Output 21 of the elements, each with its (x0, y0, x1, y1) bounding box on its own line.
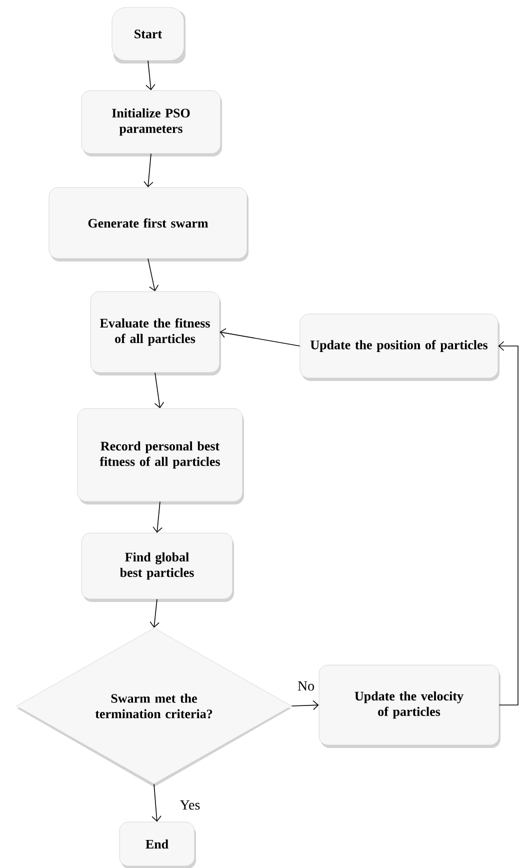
arrow (150, 598, 160, 628)
arrow (498, 341, 518, 706)
edge-label: No (296, 680, 316, 692)
edge-label: Yes (178, 799, 202, 811)
process-box: Initialize PSO parameters (81, 90, 222, 156)
arrow (144, 153, 154, 188)
arrow (148, 258, 159, 292)
arrow (152, 784, 162, 822)
arrow (220, 328, 300, 346)
process-box: End (119, 822, 196, 868)
process-box: Update the velocity of particles (318, 664, 500, 748)
process-box: Evaluate the fitness of all particles (90, 291, 221, 376)
process-box: Record personal best fitness of all particles (77, 408, 244, 504)
process-box: Update the position of particles (300, 314, 500, 381)
terminal-box: Start (112, 7, 186, 64)
arrow (152, 501, 162, 533)
process-box: Generate first swarm (48, 187, 248, 262)
arrow (291, 700, 319, 710)
process-box: Find global best particles (81, 532, 234, 602)
arrow (146, 60, 156, 90)
arrow (154, 372, 164, 408)
